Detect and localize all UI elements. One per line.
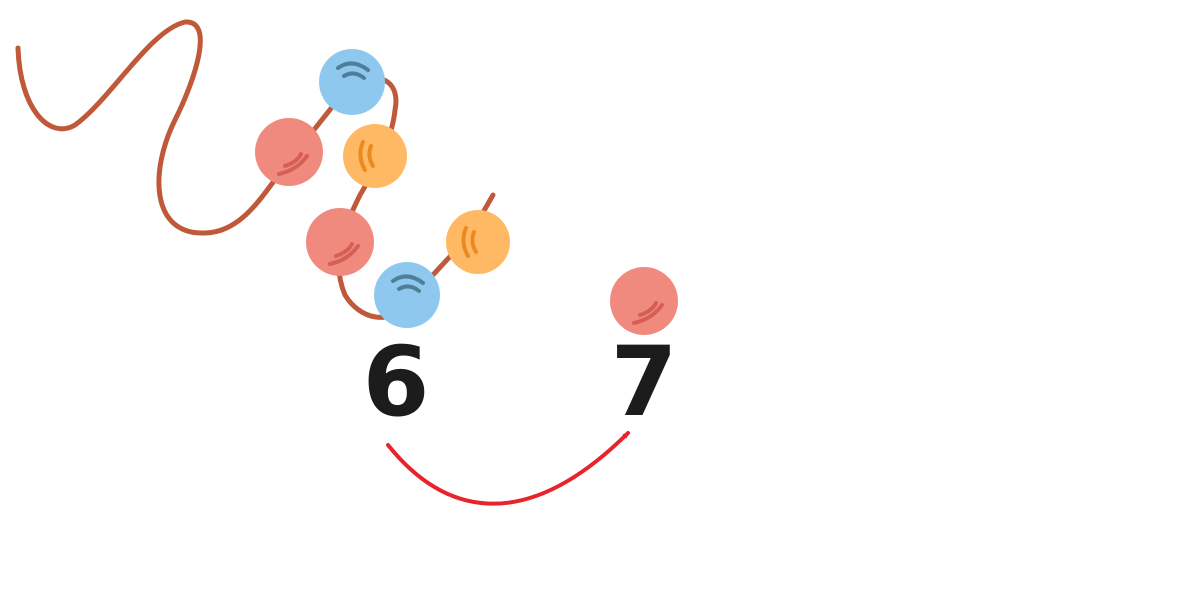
bead-orange	[446, 210, 510, 274]
bead-blue	[374, 262, 440, 328]
bead-blue	[319, 49, 385, 115]
number-next: 7	[611, 326, 678, 438]
added-bead-red	[610, 267, 678, 335]
curved-arrow-right-icon	[386, 431, 630, 506]
bead-red	[306, 208, 374, 276]
number-start: 6	[363, 326, 430, 438]
bead-orange	[343, 124, 407, 188]
bead-red	[255, 118, 323, 186]
